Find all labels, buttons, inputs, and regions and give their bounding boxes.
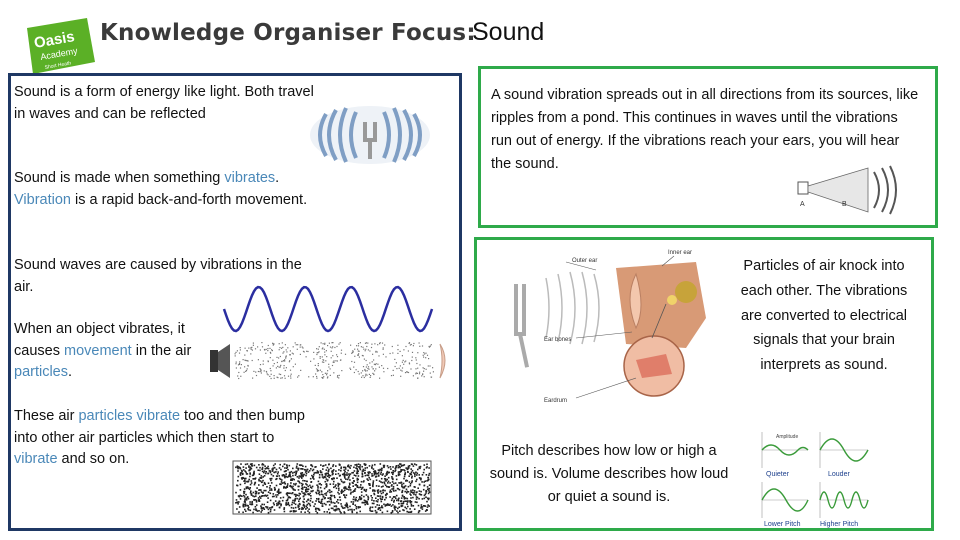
academy-logo: Oasis Academy Short Heath [25,18,97,74]
label-lower-pitch: Lower Pitch [764,521,801,528]
page-title: Knowledge Organiser Focus: [100,20,476,46]
pitch-volume-waves: Amplitude Quieter Louder Lower Pitch Hig… [756,430,874,528]
air-particles-illustration [232,460,432,515]
tuning-fork-waves-illustration [308,104,432,166]
movement-paragraph: When an object vibrates, it causes movem… [14,321,192,380]
sine-wave-illustration [222,283,434,335]
label-higher-pitch: Higher Pitch [820,521,858,528]
label-louder: Louder [828,471,850,478]
logo-text-oasis: Oasis [33,28,76,52]
speaker-icon [210,350,218,372]
particles-knock-paragraph: Particles of air knock into each other. … [740,258,908,374]
label-outer-ear: Outer ear [572,258,597,264]
top-right-panel [478,66,938,228]
ear-icon [439,343,446,379]
sound-waves-paragraph: Sound waves are caused by vibrations in … [14,257,302,295]
sound-cone-illustration: A B [790,162,902,226]
label-a: A [800,201,805,208]
vibration-paragraph: Sound is made when something vibrates. V… [14,170,308,208]
label-inner-ear: Inner ear [668,250,692,256]
label-quieter: Quieter [766,471,790,478]
label-amplitude: Amplitude [776,434,798,440]
label-eardrum: Eardrum [544,398,567,404]
ear-diagram: Outer ear Inner ear Ear bones Eardrum [486,248,726,408]
left-panel [8,73,462,531]
pitch-volume-paragraph: Pitch describes how low or high a sound … [489,443,729,505]
speaker-particles-illustration [208,338,450,382]
energy-paragraph: Sound is a form of energy like light. Bo… [14,84,314,122]
label-ear-bones: Ear bones [544,337,571,343]
bottom-right-panel [474,237,934,531]
logo-text-place: Short Heath [44,60,72,71]
label-b: B [842,201,847,208]
particles-vibrate-paragraph: These air particles vibrate too and then… [14,408,305,467]
topic-title: Sound [472,18,545,46]
sound-spread-paragraph: A sound vibration spreads out in all dir… [491,87,919,172]
